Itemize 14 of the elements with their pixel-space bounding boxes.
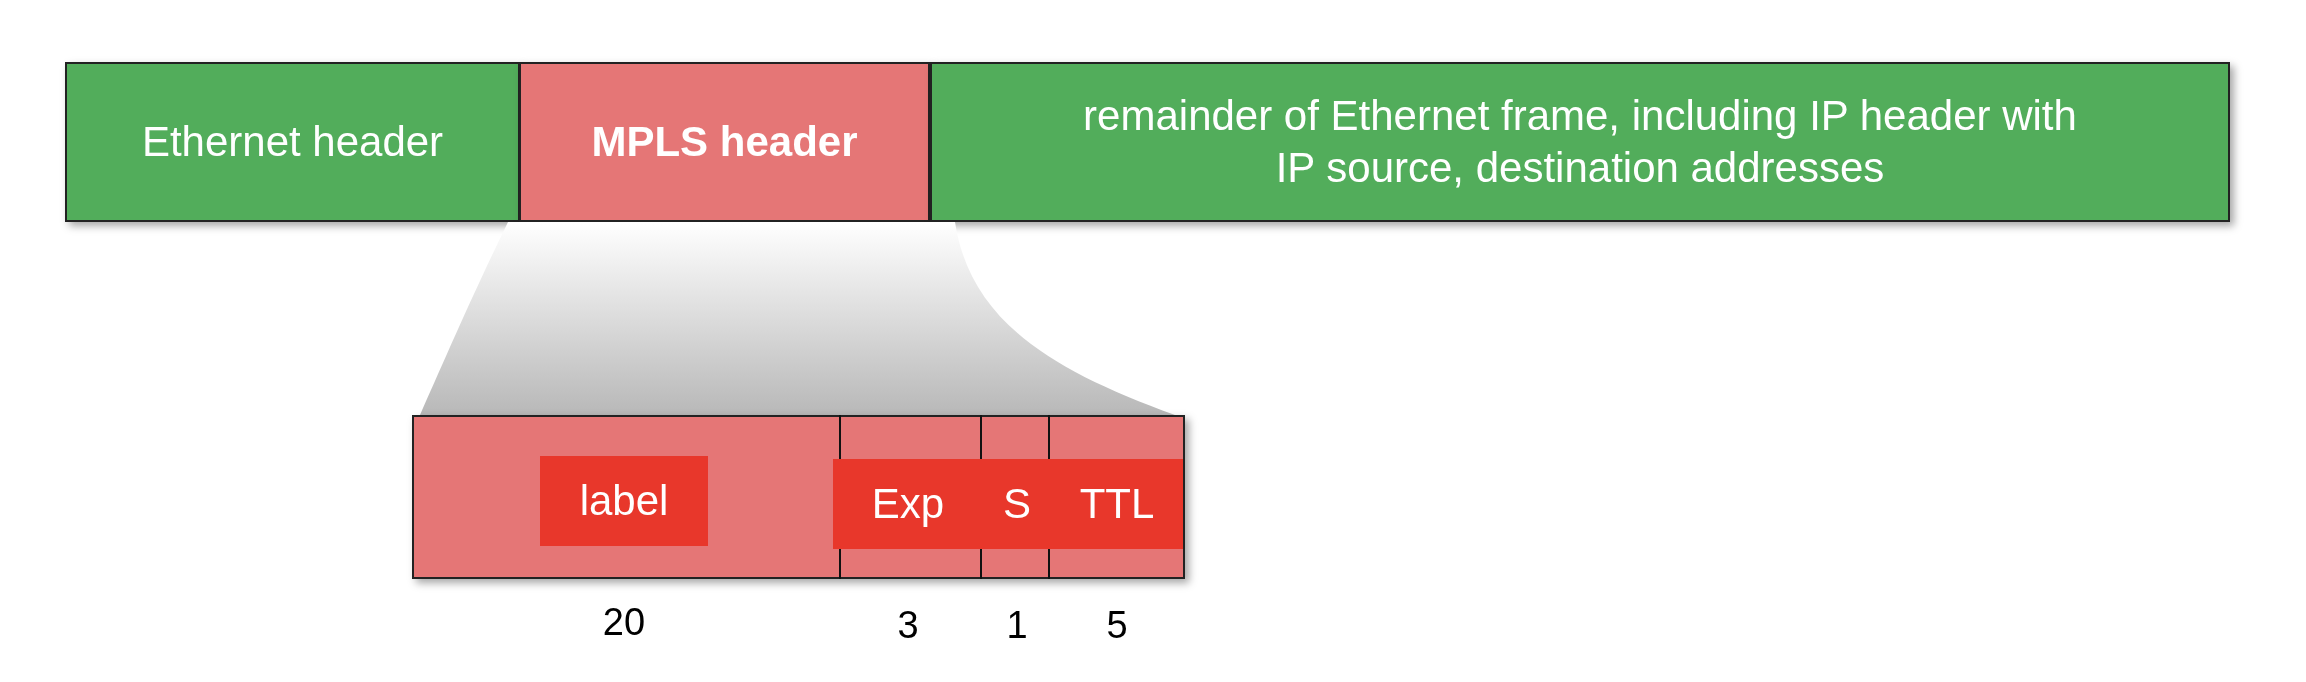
field-name: TTL <box>1079 480 1155 528</box>
header-box <box>519 62 930 222</box>
field-name: Exp <box>871 480 945 528</box>
bit-width-label: 1 <box>1005 604 1029 647</box>
field-name: label <box>579 477 669 525</box>
field-name: remainder of Ethernet frame, including IP header with IP source, destination addresses <box>1082 91 2078 193</box>
frame-segment-box <box>930 62 2230 222</box>
field-name: Ethernet header <box>141 117 444 167</box>
bit-width-label: 20 <box>601 601 647 644</box>
bit-width-label: 5 <box>1105 604 1129 647</box>
frame-segment-box <box>65 62 520 222</box>
field-name: S <box>1003 480 1031 528</box>
field-name: MPLS header <box>591 118 858 166</box>
bit-width-label: 3 <box>896 604 920 647</box>
